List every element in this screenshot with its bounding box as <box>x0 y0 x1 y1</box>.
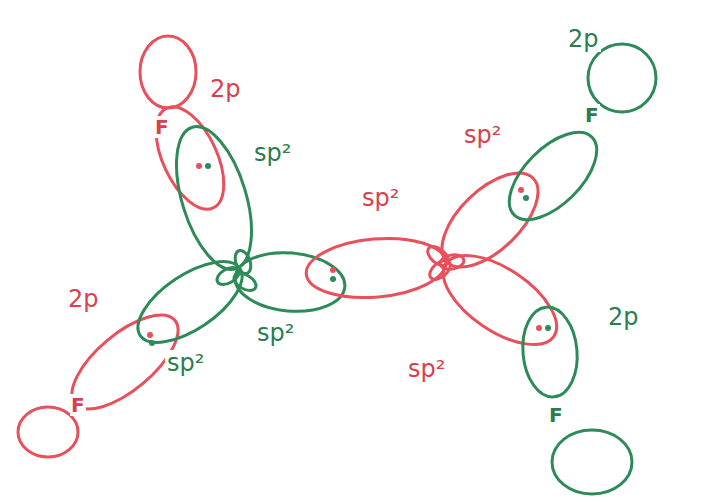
atom-label: F <box>548 404 564 426</box>
p-orbital-lobe <box>494 117 611 234</box>
atom-label: F <box>154 116 170 138</box>
orbital-label: 2p <box>606 304 641 330</box>
orbital-label: sp² <box>360 185 401 211</box>
sp2-orbital-lobe <box>162 118 266 278</box>
p-orbital-back-lobe <box>18 407 78 457</box>
back-lobe <box>231 270 259 294</box>
p-orbital-back-lobe <box>552 430 632 494</box>
orbital-label: sp² <box>462 122 503 148</box>
orbital-label: sp² <box>252 140 293 166</box>
p-orbital-lobe <box>519 305 581 399</box>
atom-label: F <box>584 104 600 126</box>
orbital-label: 2p <box>208 76 243 102</box>
orbital-label: sp² <box>255 320 296 346</box>
p-orbital-back-lobe <box>140 36 196 108</box>
atom-label: F <box>70 394 86 416</box>
orbital-label: sp² <box>165 350 206 376</box>
back-lobe <box>232 248 253 275</box>
orbital-label: sp² <box>406 356 447 382</box>
electron-dots <box>147 163 551 346</box>
orbital-label: 2p <box>66 286 101 312</box>
sp2-orbital-lobe <box>233 248 348 315</box>
p-orbital-back-lobe <box>588 44 656 112</box>
p-orbital-lobe <box>142 97 237 220</box>
sp2-orbital-lobe <box>429 238 571 362</box>
orbital-label: 2p <box>566 26 601 52</box>
sp2-orbital-lobe <box>125 246 255 358</box>
sp2-orbital-lobe <box>304 233 449 303</box>
